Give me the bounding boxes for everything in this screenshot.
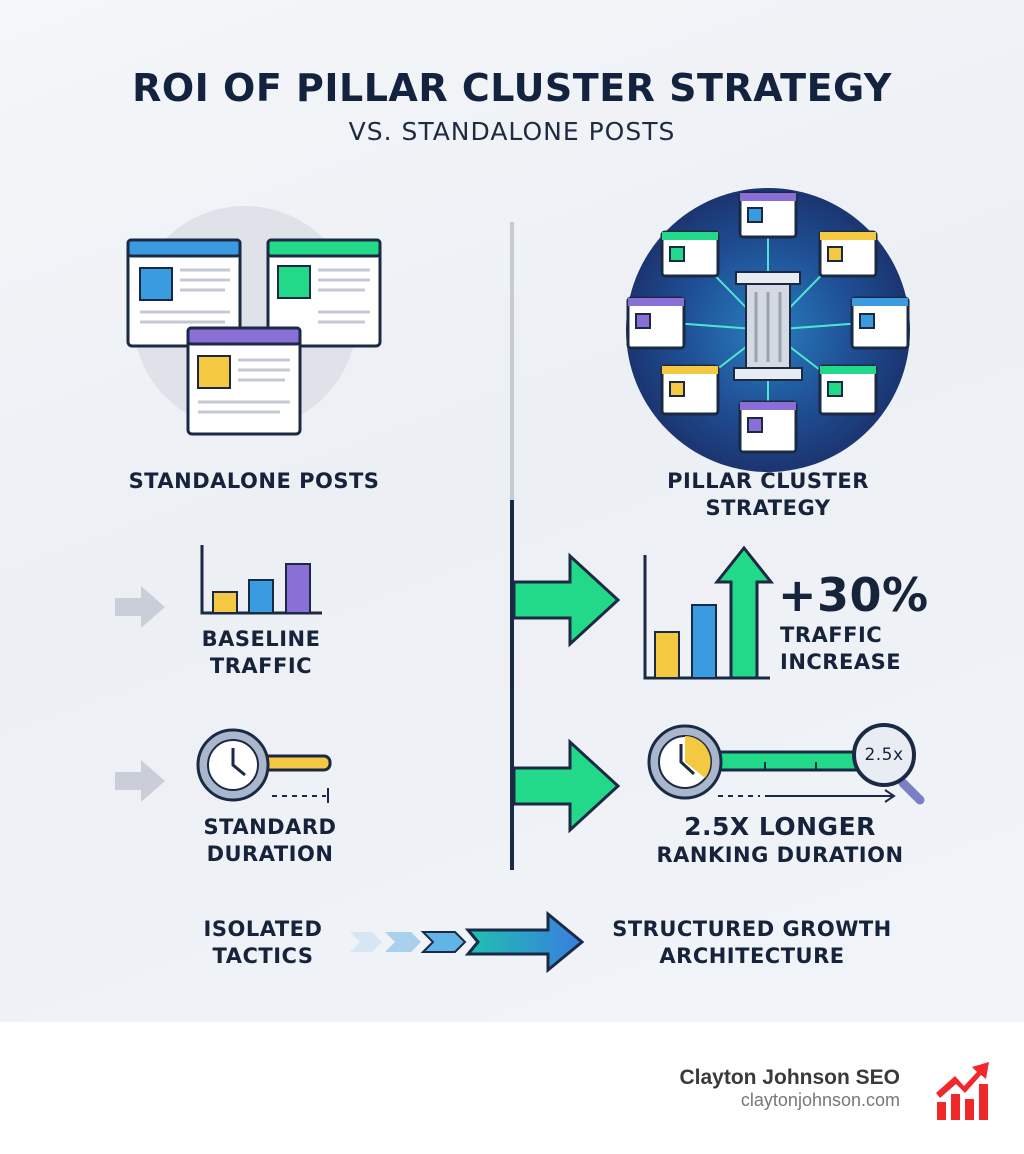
- isolated-tactics-line2: TACTICS: [212, 944, 314, 968]
- growth-bar-chart: [643, 545, 775, 680]
- footer-url[interactable]: claytonjohnson.com: [740, 1090, 900, 1110]
- page-subtitle: VS. STANDALONE POSTS: [348, 117, 676, 146]
- standard-duration-icon: [196, 728, 332, 803]
- browser-window-purple: [186, 326, 302, 436]
- gray-arrow-icon: [115, 586, 165, 628]
- footer-brand: Clayton Johnson SEO: [679, 1066, 900, 1089]
- isolated-tactics-line1: ISOLATED: [203, 917, 323, 941]
- pillar-heading-line2: STRATEGY: [705, 496, 831, 520]
- magnifier-icon: [852, 723, 916, 787]
- baseline-bar-chart: [200, 545, 322, 615]
- longer-duration-line1: 2.5X LONGER: [684, 812, 876, 841]
- pillar-cluster-illustration: [626, 188, 910, 472]
- browser-window-blue: [126, 238, 242, 348]
- cluster-pages: [626, 191, 910, 454]
- green-arrow-icon: [512, 552, 621, 648]
- longer-duration-line2: RANKING DURATION: [656, 843, 904, 867]
- structured-growth-line2: ARCHITECTURE: [659, 944, 845, 968]
- pillar-heading-line1: PILLAR CLUSTER: [667, 469, 869, 493]
- standalone-heading: STANDALONE POSTS: [128, 469, 380, 493]
- up-arrow-icon: [713, 545, 775, 680]
- magnifier-handle: [898, 778, 925, 805]
- magnifier-badge: 2.5x: [864, 745, 904, 765]
- traffic-increase-line2: INCREASE: [780, 650, 902, 674]
- gray-arrow-icon: [115, 760, 165, 802]
- traffic-increase-line1: TRAFFIC: [780, 623, 883, 647]
- transition-arrow: [350, 910, 585, 974]
- standard-duration-line1: STANDARD: [203, 815, 337, 839]
- longer-duration-icon: [647, 723, 925, 805]
- page-title: ROI OF PILLAR CLUSTER STRATEGY: [132, 66, 892, 110]
- traffic-increase-value: +30%: [778, 568, 929, 622]
- green-arrow-icon: [512, 738, 621, 834]
- brand-logo: [936, 1062, 989, 1120]
- standard-duration-line2: DURATION: [206, 842, 334, 866]
- structured-growth-line1: STRUCTURED GROWTH: [612, 917, 892, 941]
- baseline-label-line1: BASELINE: [201, 627, 321, 651]
- standalone-posts-illustration: [126, 206, 382, 436]
- browser-window-green: [266, 238, 382, 348]
- pillar-icon: [733, 271, 803, 381]
- baseline-label-line2: TRAFFIC: [209, 654, 313, 678]
